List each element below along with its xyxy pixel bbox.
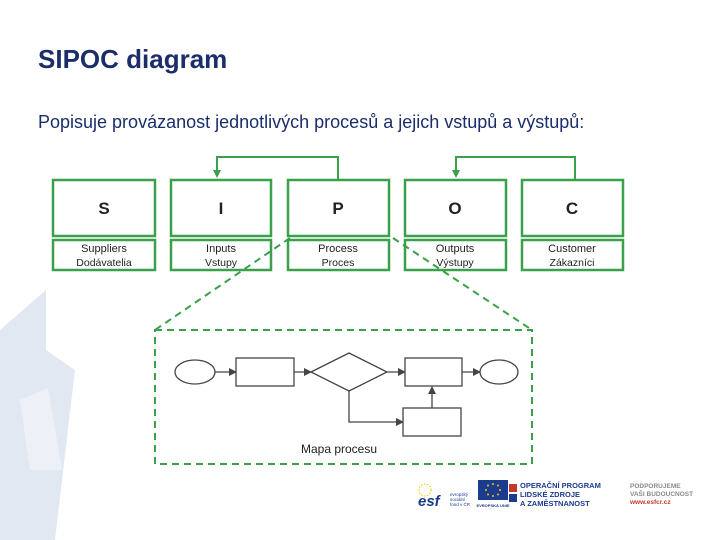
column-inputs: I Inputs Vstupy — [169, 178, 273, 272]
column-letter: S — [98, 199, 109, 218]
column-label-en: Suppliers — [81, 243, 127, 255]
support-url: www.esfcr.cz — [630, 499, 671, 506]
eu-flag-logo: EVROPSKÁ UNIE — [476, 480, 510, 508]
esf-logo-text: esf — [418, 493, 442, 510]
column-suppliers: S Suppliers Dodávatelia — [51, 178, 157, 272]
column-label-en: Outputs — [436, 243, 475, 255]
op-icon — [509, 484, 517, 502]
esf-logo: esf evropský sociální fond v ČR — [418, 483, 471, 510]
column-letter: I — [219, 199, 224, 218]
op-line-1: OPERAČNÍ PROGRAM — [520, 481, 601, 490]
op-program-text: OPERAČNÍ PROGRAM LIDSKÉ ZDROJE A ZAMĚSTN… — [520, 481, 601, 508]
page-title: SIPOC diagram — [38, 44, 228, 74]
column-outputs: O Outputs Výstupy — [403, 178, 508, 272]
column-letter: O — [448, 199, 461, 218]
zoom-connector-lines — [154, 237, 533, 331]
start-terminator — [174, 359, 216, 385]
column-letter: P — [332, 199, 343, 218]
column-process: P Process Proces — [286, 178, 391, 272]
op-line-2: LIDSKÉ ZDROJE — [520, 490, 581, 499]
column-letter: C — [566, 199, 578, 218]
process-step-3 — [402, 407, 462, 437]
process-map-label: Mapa procesu — [301, 442, 377, 456]
column-label-sk: Zákazníci — [550, 257, 595, 269]
column-label-en: Process — [318, 243, 358, 255]
column-label-en: Customer — [548, 243, 596, 255]
column-label-sk: Proces — [322, 257, 355, 269]
esf-caption-2: sociální — [450, 497, 466, 502]
feedback-arrow-right — [452, 156, 576, 180]
page-subtitle: Popisuje provázanost jednotlivých proces… — [38, 112, 585, 132]
process-map-box — [154, 329, 533, 465]
esf-caption-3: fond v ČR — [450, 501, 471, 507]
decision-diamond — [309, 352, 389, 392]
process-flowchart — [174, 352, 519, 437]
footer-logos: esf evropský sociální fond v ČR EVROPSKÁ… — [416, 478, 716, 514]
esf-caption-1: evropský — [450, 492, 469, 497]
column-label-sk: Výstupy — [436, 257, 474, 269]
column-label-sk: Dodávatelia — [76, 257, 132, 269]
column-customer: C Customer Zákazníci — [520, 178, 625, 272]
process-step-2 — [404, 357, 463, 387]
support-line-2: VAŠI BUDOUCNOST — [630, 491, 694, 498]
column-label-en: Inputs — [206, 243, 236, 255]
eu-caption: EVROPSKÁ UNIE — [476, 503, 509, 508]
support-text: PODPORUJEME VAŠI BUDOUCNOST www.esfcr.cz — [630, 483, 693, 507]
end-terminator — [479, 359, 519, 385]
op-line-3: A ZAMĚSTNANOST — [520, 499, 590, 508]
process-step-1 — [235, 357, 295, 387]
column-label-sk: Vstupy — [205, 257, 238, 269]
feedback-arrow-left — [213, 156, 339, 180]
support-line-1: PODPORUJEME — [630, 483, 681, 490]
